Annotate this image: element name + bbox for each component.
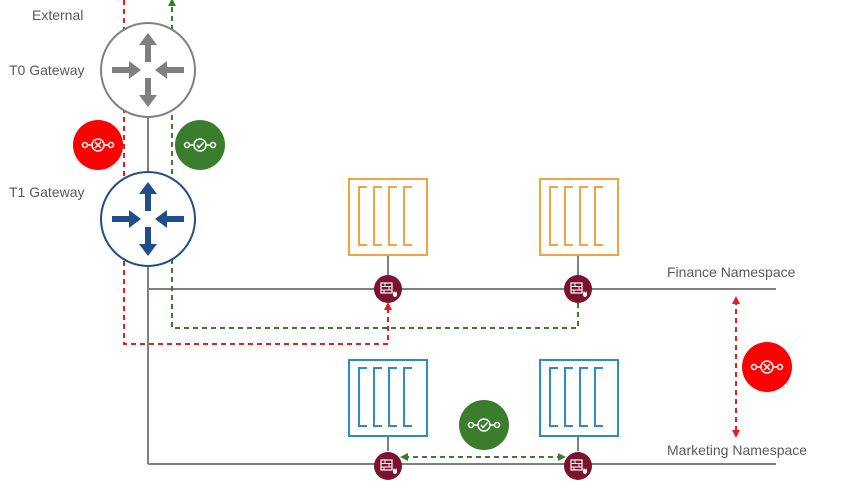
marketing-pod-2-icon <box>539 359 619 437</box>
marketing-firewall-1-icon <box>373 451 403 481</box>
finance-pod-2-icon <box>539 178 619 256</box>
deny-badge-icon <box>73 120 123 170</box>
allow-egress-flow <box>168 0 579 329</box>
t0-gateway-label: T0 Gateway <box>9 62 85 78</box>
allow-badge-marketing-icon <box>459 400 509 450</box>
finance-namespace-label: Finance Namespace <box>667 264 796 280</box>
marketing-firewall-2-icon <box>563 451 593 481</box>
finance-firewall-1-icon <box>373 274 403 304</box>
network-lines <box>147 116 776 465</box>
t1-gateway-label: T1 Gateway <box>9 184 85 200</box>
marketing-pod-1-icon <box>348 359 428 437</box>
deny-external-flow <box>123 0 392 345</box>
finance-firewall-2-icon <box>563 274 593 304</box>
finance-pod-1-icon <box>348 178 428 256</box>
external-label: External <box>32 7 84 23</box>
t1-gateway-router-icon <box>100 171 196 267</box>
t0-gateway-router-icon <box>100 22 196 118</box>
allow-badge-icon <box>175 120 225 170</box>
marketing-namespace-label: Marketing Namespace <box>667 442 808 458</box>
deny-badge-namespace-icon <box>742 342 792 392</box>
